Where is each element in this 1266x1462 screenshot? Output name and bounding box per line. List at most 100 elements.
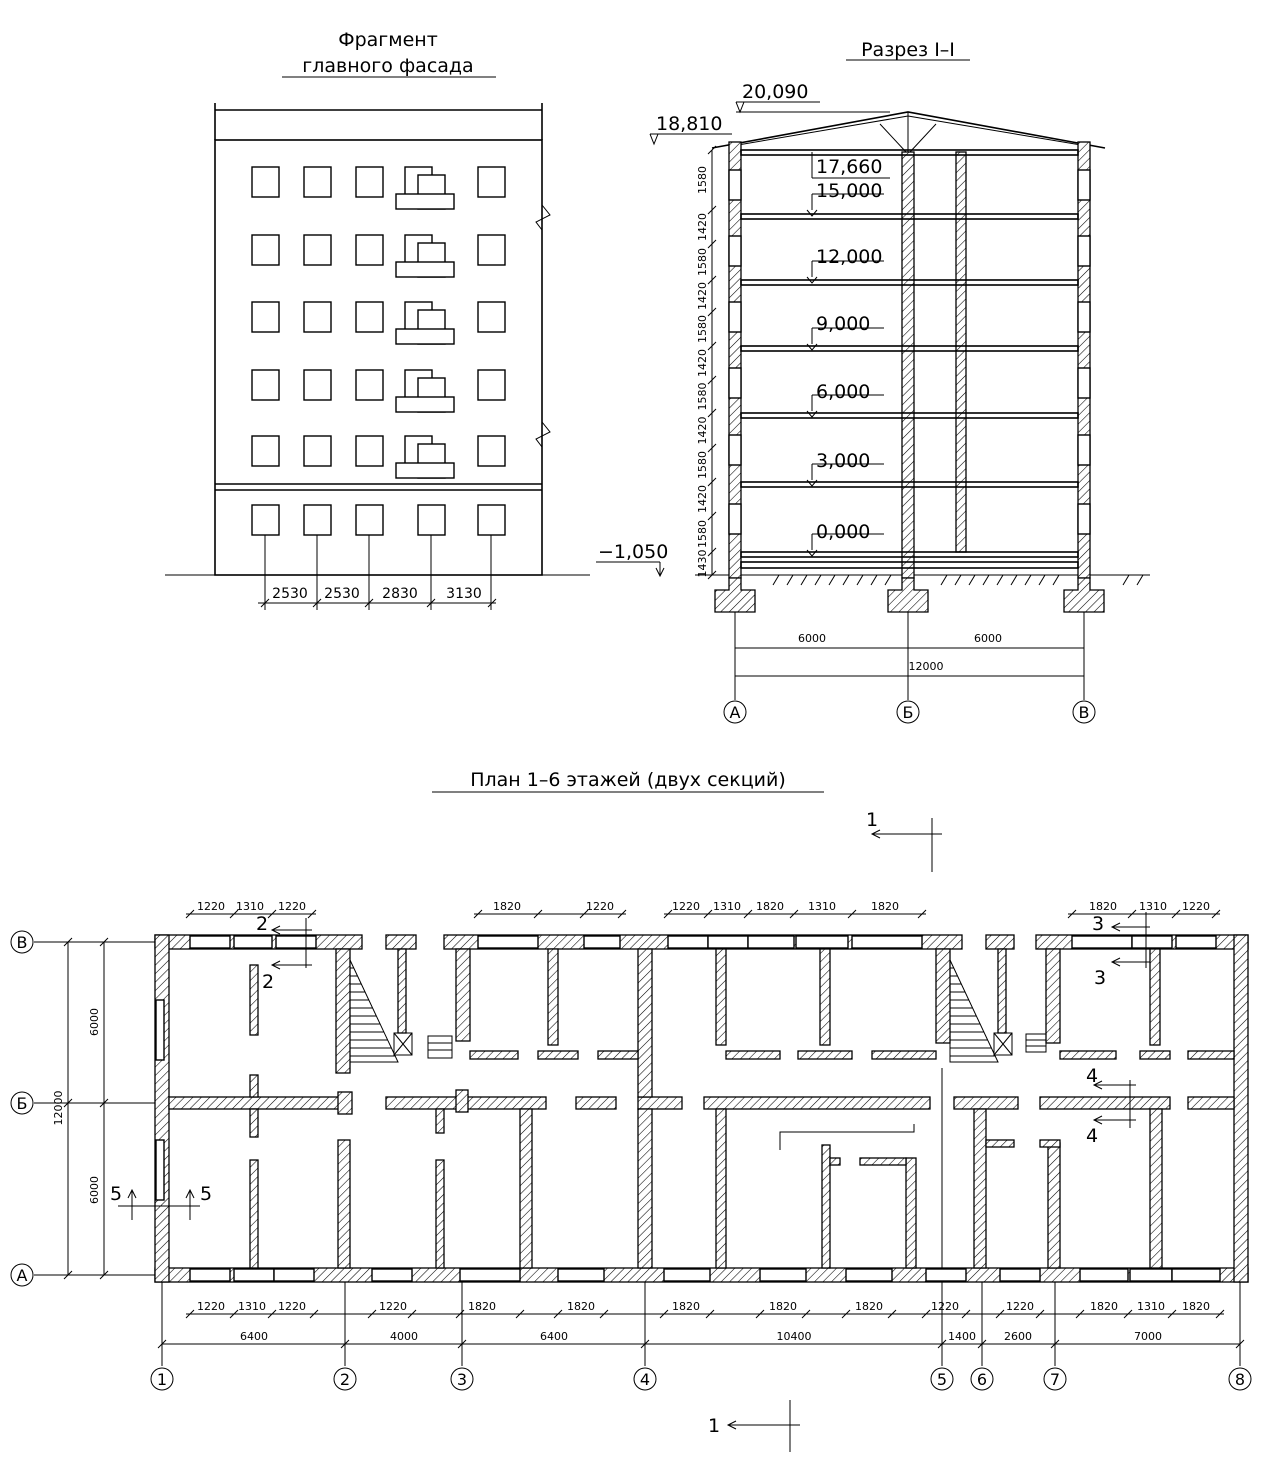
- section-vdim-8: 1420: [696, 417, 709, 445]
- plan-bottom-dim-1: 1220: [197, 1300, 225, 1313]
- plan-top-dim-12: 1310: [1139, 900, 1167, 913]
- plan-col-axis-5: 5: [937, 1370, 947, 1389]
- plan-row-axis-b: Б: [17, 1094, 28, 1113]
- plan-bottom-dim-5: 1820: [468, 1300, 496, 1313]
- plan-axis-dim-6400-a: 6400: [240, 1330, 268, 1343]
- facade-dim-1: 2530: [272, 586, 308, 602]
- plan-section-mark-1-top: 1: [866, 809, 878, 831]
- plan-col-axis-4: 4: [640, 1370, 650, 1389]
- level-6000: 6,000: [816, 381, 870, 403]
- plan-section-mark-5-right: 5: [200, 1183, 212, 1205]
- plan-top-dim-8: 1820: [756, 900, 784, 913]
- plan-left-dim-12000: 12000: [52, 1091, 65, 1126]
- section-vdim-4: 1420: [696, 282, 709, 310]
- section-vdim-7: 1580: [696, 383, 709, 411]
- level-0000: 0,000: [816, 521, 870, 543]
- section-axis-a: А: [730, 703, 741, 722]
- plan-top-dim-11: 1820: [1089, 900, 1117, 913]
- level-9000: 9,000: [816, 313, 870, 335]
- plan-section-mark-5-left: 5: [110, 1183, 122, 1205]
- plan-top-dim-2: 1310: [236, 900, 264, 913]
- plan-details: [10, 818, 1252, 1452]
- section-vdim-3: 1580: [696, 248, 709, 276]
- section-vdim-9: 1580: [696, 451, 709, 479]
- section-vdim-11: 1580: [696, 520, 709, 548]
- plan-top-dim-5: 1220: [586, 900, 614, 913]
- plan-row-axis-v: В: [17, 933, 28, 952]
- section-dim-6000-b: 6000: [974, 632, 1002, 645]
- plan-section-mark-4-top: 4: [1086, 1065, 1098, 1087]
- level-20090: 20,090: [742, 81, 808, 103]
- plan-axis-dim-2600: 2600: [1004, 1330, 1032, 1343]
- plan-bottom-dim-13: 1310: [1137, 1300, 1165, 1313]
- section-drawing: [596, 101, 1150, 724]
- plan-left-dim-6000-bottom: 6000: [88, 1176, 101, 1204]
- plan-left-dim-6000-top: 6000: [88, 1008, 101, 1036]
- facade-dim-3: 2830: [382, 586, 418, 602]
- plan-top-dim-3: 1220: [278, 900, 306, 913]
- level-minus-1050: −1,050: [598, 541, 668, 563]
- section-axis-v: В: [1079, 703, 1090, 722]
- section-vdim-6: 1420: [696, 349, 709, 377]
- plan-top-dim-4: 1820: [493, 900, 521, 913]
- level-12000: 12,000: [816, 246, 882, 268]
- plan-section-mark-1-bottom: 1: [708, 1415, 720, 1437]
- section-vdim-2: 1420: [696, 213, 709, 241]
- plan-top-dim-6: 1220: [672, 900, 700, 913]
- facade-title-line1: Фрагмент: [338, 29, 438, 51]
- section-title: Разрез I–I: [861, 39, 955, 61]
- plan-bottom-dim-14: 1820: [1182, 1300, 1210, 1313]
- plan-section-mark-3-top: 3: [1092, 913, 1104, 935]
- plan-bottom-dim-6: 1820: [567, 1300, 595, 1313]
- plan-top-dim-7: 1310: [713, 900, 741, 913]
- plan-section-mark-4-bottom: 4: [1086, 1125, 1098, 1147]
- level-18810: 18,810: [656, 113, 722, 135]
- level-17660: 17,660: [816, 156, 882, 178]
- plan-title: План 1–6 этажей (двух секций): [470, 769, 786, 791]
- plan-bottom-dim-7: 1820: [672, 1300, 700, 1313]
- plan-axis-dim-4000: 4000: [390, 1330, 418, 1343]
- plan-axis-dim-6400-b: 6400: [540, 1330, 568, 1343]
- facade-dimensions: [258, 598, 497, 608]
- plan-bottom-dim-3: 1220: [278, 1300, 306, 1313]
- section-dim-12000: 12000: [909, 660, 944, 673]
- plan-col-axis-2: 2: [340, 1370, 350, 1389]
- plan-col-axis-6: 6: [977, 1370, 987, 1389]
- facade-dim-2: 2530: [324, 586, 360, 602]
- plan-axis-dim-7000: 7000: [1134, 1330, 1162, 1343]
- facade-dim-4: 3130: [446, 586, 482, 602]
- plan-top-dim-1: 1220: [197, 900, 225, 913]
- level-3000: 3,000: [816, 450, 870, 472]
- plan-axis-dim-10400: 10400: [777, 1330, 812, 1343]
- section-vdim-10: 1420: [696, 485, 709, 513]
- section-vdim-1: 1580: [696, 166, 709, 194]
- section-vdim-5: 1580: [696, 315, 709, 343]
- plan-col-axis-1: 1: [157, 1370, 167, 1389]
- facade-windows: [251, 166, 506, 610]
- section-vdim-12: 1430: [696, 550, 709, 578]
- plan-bottom-dim-9: 1820: [855, 1300, 883, 1313]
- plan-bottom-dim-10: 1220: [931, 1300, 959, 1313]
- plan-section-mark-2-bottom: 2: [262, 971, 274, 993]
- plan-bottom-dim-11: 1220: [1006, 1300, 1034, 1313]
- facade-drawing: [165, 103, 590, 610]
- plan-section-mark-2-top: 2: [256, 913, 268, 935]
- plan-section-mark-3-bottom: 3: [1094, 967, 1106, 989]
- section-dim-6000-a: 6000: [798, 632, 826, 645]
- plan-top-dim-13: 1220: [1182, 900, 1210, 913]
- plan-bottom-dim-2: 1310: [238, 1300, 266, 1313]
- plan-col-axis-7: 7: [1050, 1370, 1060, 1389]
- plan-bottom-dim-4: 1220: [379, 1300, 407, 1313]
- plan-axis-dim-1400: 1400: [948, 1330, 976, 1343]
- plan-col-axis-8: 8: [1235, 1370, 1245, 1389]
- facade-title-line2: главного фасада: [302, 55, 473, 77]
- plan-walls: [154, 934, 1249, 1283]
- level-15000: 15,000: [816, 180, 882, 202]
- plan-col-axis-3: 3: [457, 1370, 467, 1389]
- plan-top-dim-10: 1820: [871, 900, 899, 913]
- section-axis-b: Б: [903, 703, 914, 722]
- plan-bottom-dim-8: 1820: [769, 1300, 797, 1313]
- plan-row-axis-a: А: [17, 1266, 28, 1285]
- plan-top-dim-9: 1310: [808, 900, 836, 913]
